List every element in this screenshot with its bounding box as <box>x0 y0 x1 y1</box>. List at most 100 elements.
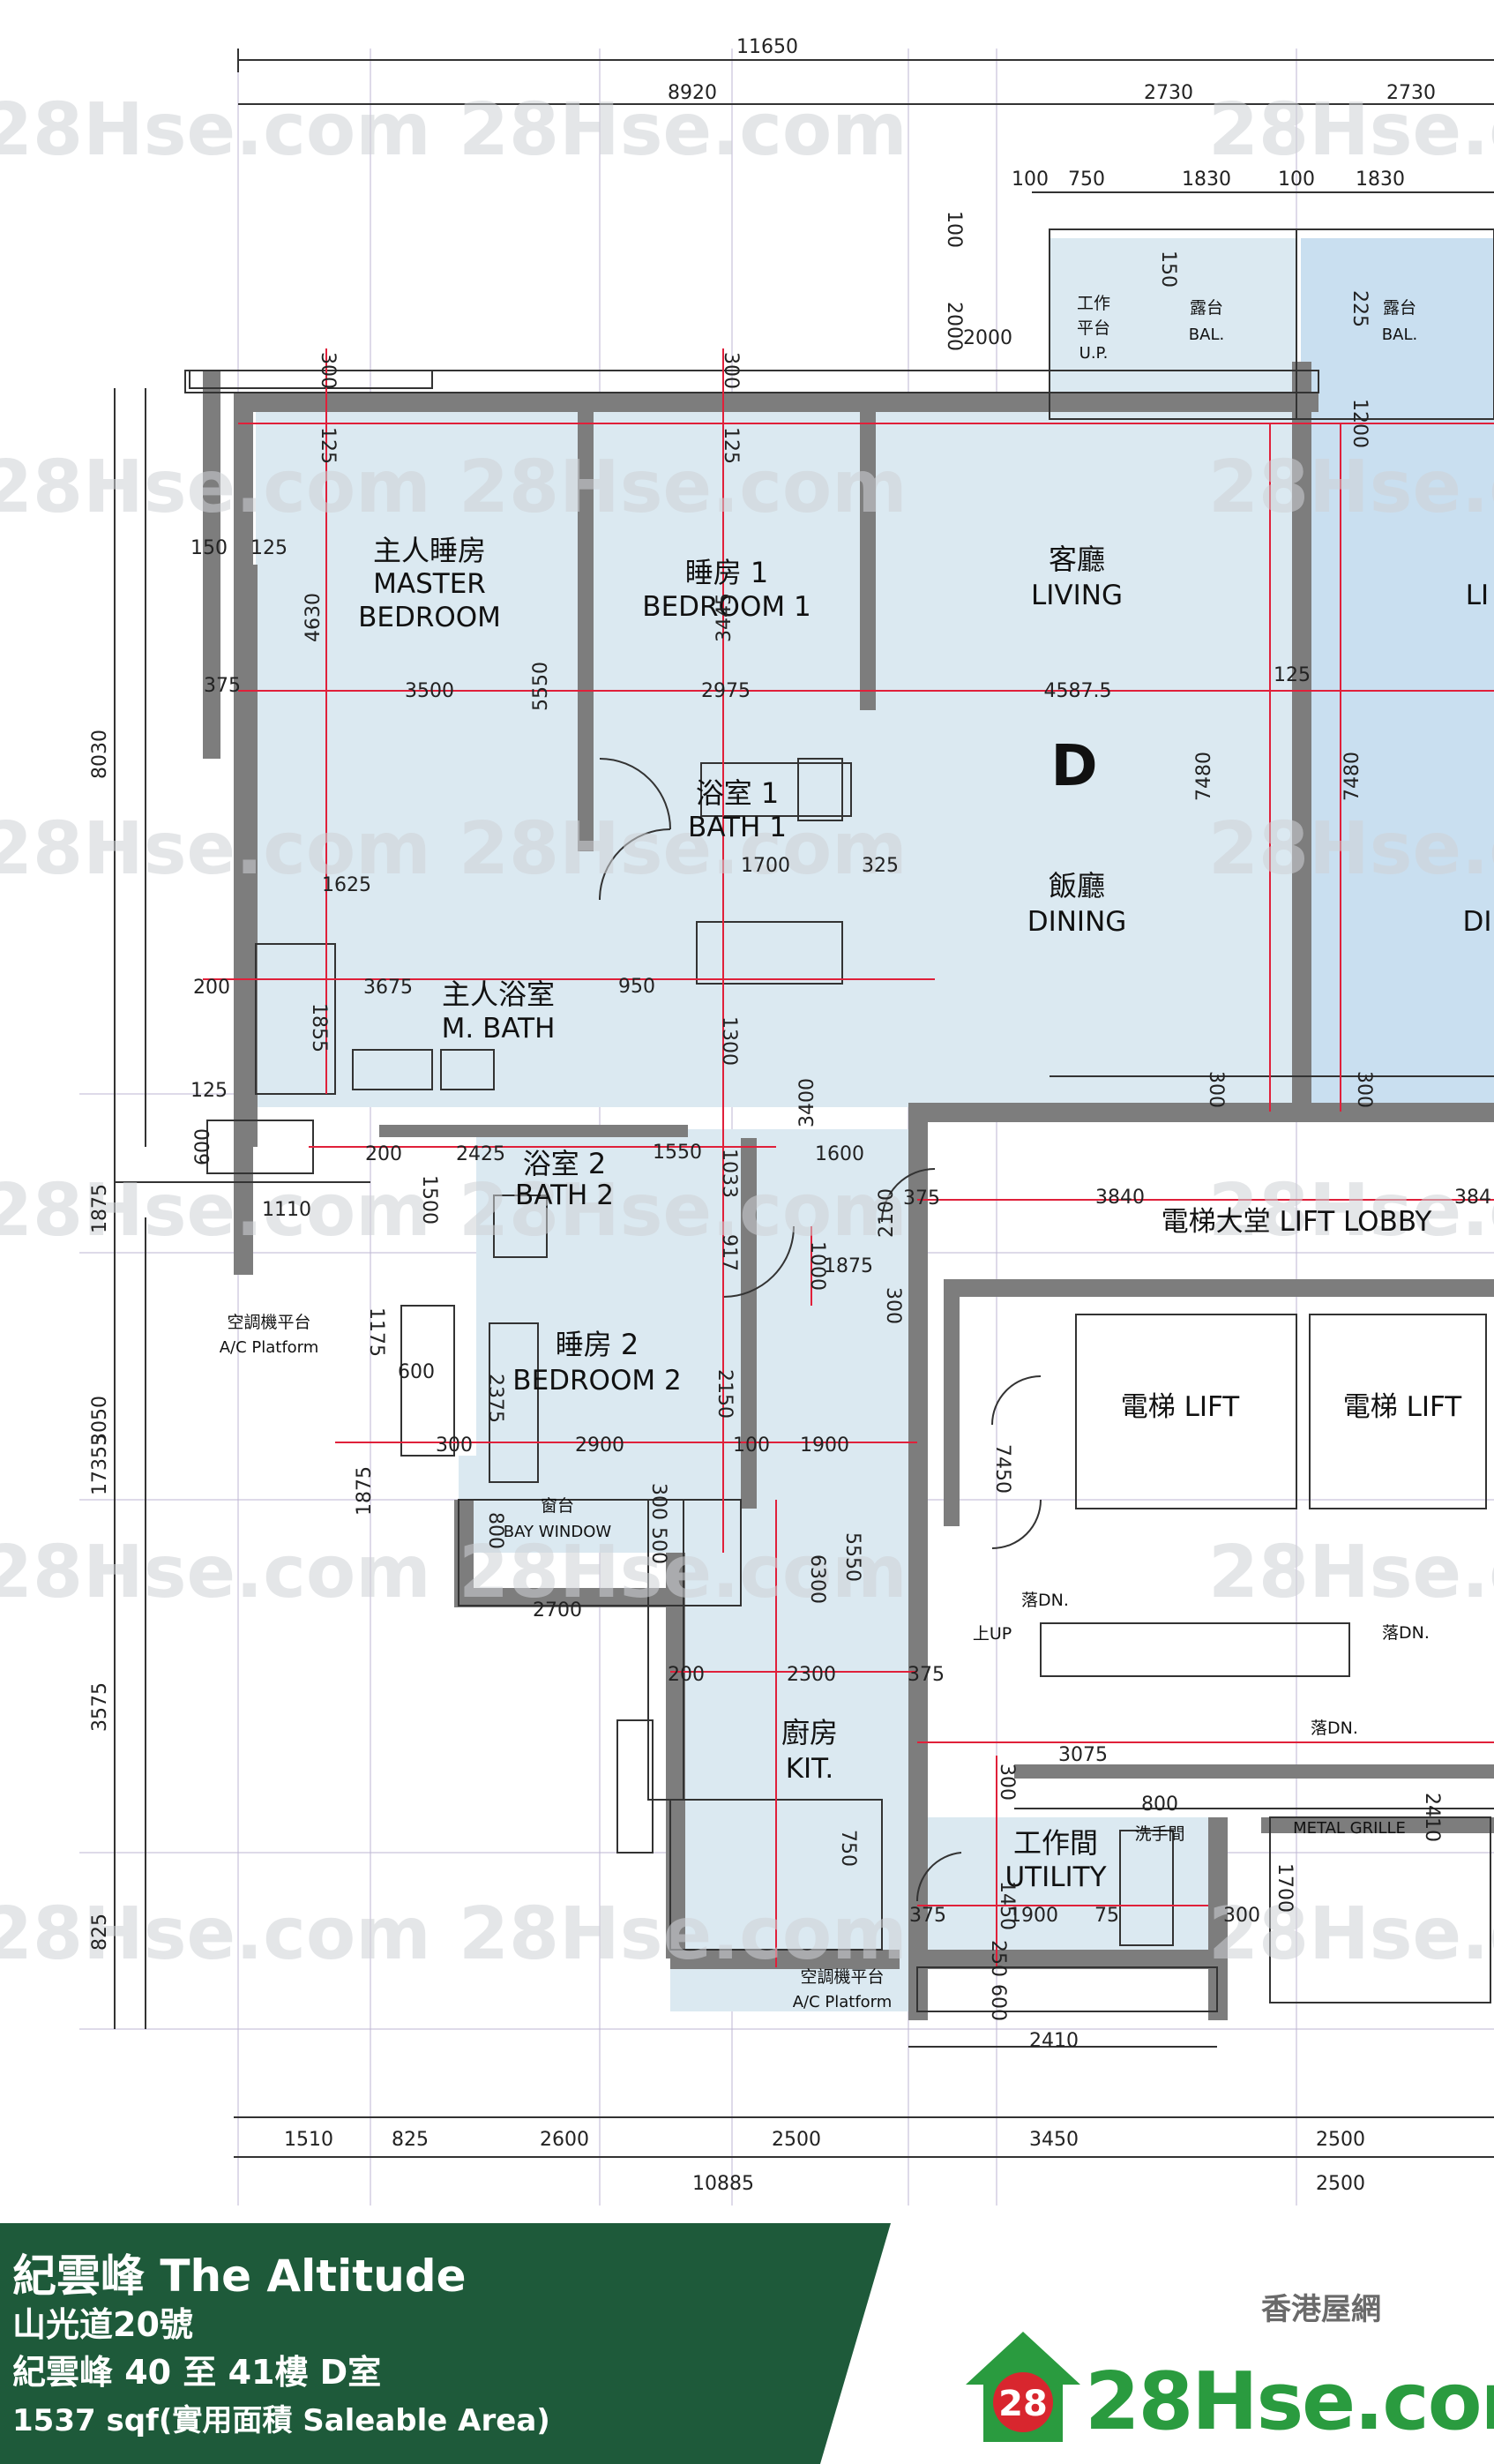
info-banner: 紀雲峰 The Altitude 山光道20號 紀雲峰 40 至 41樓 D室 … <box>0 2223 1494 2464</box>
utility-zh: 工作間 <box>1013 1826 1098 1860</box>
watermark-text: 28Hse.com <box>459 88 908 172</box>
dim-1600: 1600 <box>815 1143 864 1165</box>
dim-300a: 300 <box>882 1287 904 1324</box>
watermark-text: 28Hse.com <box>0 1169 431 1253</box>
dim-200: 200 <box>193 977 230 999</box>
dim-bottom-right: 2500 <box>1316 2173 1365 2195</box>
watermark-text: 28Hse.com <box>0 446 431 529</box>
dim-800b: 800 <box>1141 1794 1178 1816</box>
dim-bottom-total: 10885 <box>692 2173 754 2195</box>
kitchen-en: KIT. <box>786 1753 834 1785</box>
dim-1000: 1000 <box>806 1241 828 1291</box>
dim-top-left: 8920 <box>668 82 717 104</box>
ac-platform1-zh: 空調機平台 <box>227 1313 310 1332</box>
dim-1700: 1700 <box>741 855 790 877</box>
ac-platform2-en: A/C Platform <box>793 1993 893 2011</box>
stair-down-3: 落DN. <box>1311 1719 1358 1738</box>
dim-125b: 125 <box>250 537 288 559</box>
watermark-text: 28Hse.com <box>459 1892 908 1976</box>
dim-2375: 2375 <box>484 1374 506 1423</box>
dim-7450: 7450 <box>991 1444 1013 1494</box>
brand-name-en: 28Hse.com <box>1085 2355 1494 2448</box>
dim-300d: 300 <box>996 1764 1018 1801</box>
dim-row2-0: 100 <box>1012 169 1049 191</box>
dim-bottom-2: 2600 <box>540 2129 589 2151</box>
dim-125d: 125 <box>317 427 339 464</box>
dim-225: 225 <box>1348 290 1371 327</box>
dim-top-total: 11650 <box>736 36 798 58</box>
dim-row2-4: 1830 <box>1356 169 1405 191</box>
dim-2975: 2975 <box>701 680 751 702</box>
lift-1: 電梯 LIFT <box>1121 1391 1241 1423</box>
dim-2100: 2100 <box>876 1188 898 1238</box>
dim-3500: 3500 <box>405 680 454 702</box>
dim-1500: 1500 <box>418 1175 440 1225</box>
balcony1-zh: 露台 <box>1190 298 1223 318</box>
dim-200c: 200 <box>668 1664 705 1686</box>
dim-150: 150 <box>190 537 228 559</box>
bay-window-zh: 窗台 <box>541 1496 574 1516</box>
balcony2-zh: 露台 <box>1383 298 1416 318</box>
bath2-zh: 浴室 2 <box>523 1147 607 1180</box>
house-logo-icon: 28 <box>966 2332 1080 2442</box>
dim-bottom-1: 825 <box>392 2129 429 2151</box>
dim-1900: 1900 <box>800 1434 849 1457</box>
dim-left-seg1: 3050 <box>89 1396 111 1445</box>
dim-1700b: 1700 <box>1274 1863 1296 1913</box>
bath1-en: BATH 1 <box>688 812 787 843</box>
dim-375: 375 <box>204 675 241 697</box>
dim-2410: 2410 <box>1421 1793 1443 1842</box>
dim-300i: 300 <box>720 352 742 389</box>
dim-125c: 125 <box>190 1080 228 1102</box>
dim-750: 750 <box>837 1830 859 1867</box>
outer-dimension-lines <box>114 49 1494 2158</box>
dim-600c: 600 <box>987 1984 1009 2021</box>
dim-2300: 2300 <box>787 1664 836 1686</box>
dim-1300: 1300 <box>718 1016 740 1066</box>
dim-300g: 300 <box>1353 1071 1375 1108</box>
dining-zh: 飯廳 <box>1049 869 1105 902</box>
watermark-text: 28Hse.com <box>459 807 908 891</box>
dim-300h: 300 <box>317 352 339 389</box>
floor-plan: 28Hse.com 28Hse.com 28Hse.com 28Hse.com … <box>0 36 1494 2206</box>
watermark-text: 28Hse.com <box>1208 1892 1494 1976</box>
watermark-text: 28Hse.com <box>0 807 431 891</box>
dim-left-seg0: 1875 <box>89 1184 111 1233</box>
logo-number: 28 <box>998 2384 1048 2424</box>
dim-left-seg3: 825 <box>89 1914 111 1951</box>
watermark-text: 28Hse.com <box>459 446 908 529</box>
dim-top-right2: 2730 <box>1386 82 1436 104</box>
dim-200b: 200 <box>365 1143 402 1165</box>
dim-3400: 3400 <box>796 1078 818 1127</box>
dim-3675: 3675 <box>363 977 413 999</box>
master-bath-en: M. BATH <box>442 1013 556 1045</box>
dim-1033: 1033 <box>718 1149 740 1198</box>
watermark-text: 28Hse.com <box>0 88 431 172</box>
dim-bottom-0: 1510 <box>284 2129 333 2151</box>
metal-grille: METAL GRILLE <box>1293 1819 1406 1838</box>
utility-platform-en: U.P. <box>1079 344 1109 363</box>
dim-3450-lower: 2410 <box>1029 2030 1079 2052</box>
dim-2425: 2425 <box>456 1143 505 1165</box>
dim-384: 384 <box>1454 1187 1491 1209</box>
walls <box>203 362 1494 2020</box>
dim-300f: 300 <box>1205 1071 1227 1108</box>
wash-zh: 洗手間 <box>1134 1824 1184 1844</box>
estate-name: 紀雲峰 The Altitude <box>12 2251 467 2302</box>
dim-375d: 375 <box>909 1905 946 1927</box>
dim-4630: 4630 <box>303 593 325 642</box>
dim-325: 325 <box>862 855 899 877</box>
estate-address: 山光道20號 <box>12 2305 193 2344</box>
dim-2900: 2900 <box>575 1434 624 1457</box>
dim-375b: 375 <box>903 1187 940 1210</box>
dim-3075: 3075 <box>1058 1744 1108 1766</box>
dim-2000: 2000 <box>943 302 965 351</box>
dim-375c: 375 <box>908 1664 945 1686</box>
utility-platform-zh1: 工作 <box>1077 294 1110 313</box>
watermark-text: 28Hse.com <box>459 1531 908 1614</box>
saleable-area: 1537 sqf(實用面積 Saleable Area) <box>12 2403 550 2438</box>
dim-1900b: 1900 <box>1009 1905 1058 1927</box>
dim-6300: 6300 <box>806 1554 828 1604</box>
bedroom1-en: BEDROOM 1 <box>642 591 810 623</box>
master-bedroom-en1: MASTER <box>373 568 486 600</box>
